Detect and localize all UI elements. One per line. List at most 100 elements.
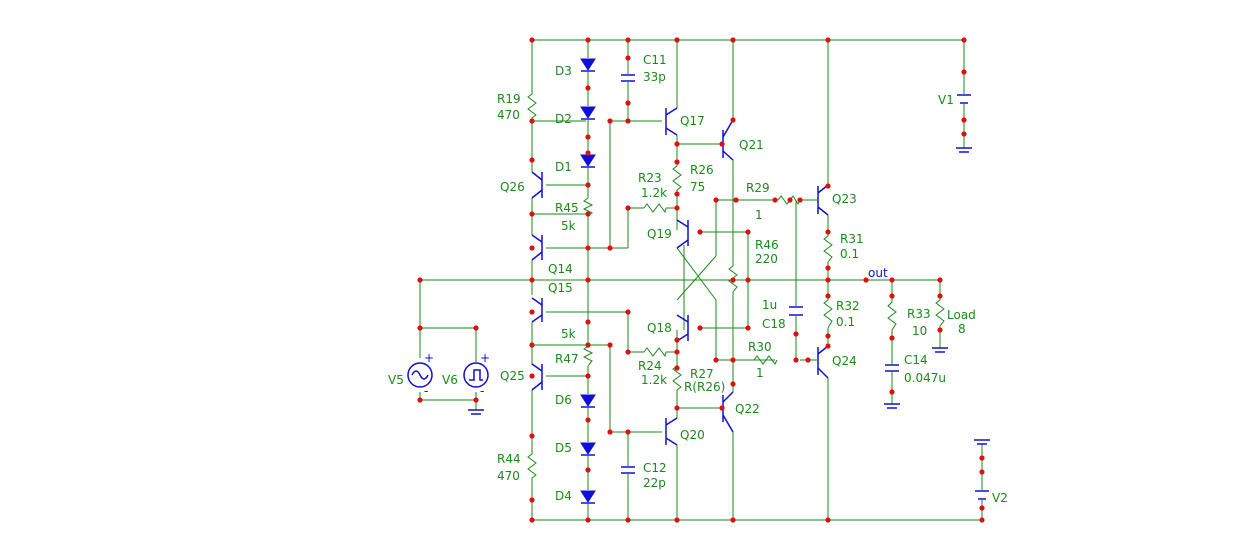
transistor-q26[interactable] [531,171,543,199]
transistor-q23[interactable] [817,184,829,216]
junction-dot [713,357,719,363]
diode-d1[interactable] [580,154,596,168]
junction-dot [625,118,631,124]
resistor-r30[interactable] [750,355,778,365]
transistor-q20[interactable] [665,417,678,446]
junction-dot [585,134,591,140]
transistor-q21[interactable] [722,119,734,161]
resistor-load[interactable] [935,296,945,330]
resistor-r23[interactable] [640,203,667,214]
junction-dot [825,517,831,523]
label-d3: D3 [555,64,572,78]
label-r26: R26 [690,163,714,177]
resistor-r24[interactable] [640,347,667,358]
diode-d2[interactable] [580,106,596,120]
label-r31: R31 [840,232,864,246]
diode-d4[interactable] [580,490,596,504]
transistor-q14[interactable] [531,234,543,261]
diode-d6[interactable] [580,394,596,408]
junction-dot [529,157,535,163]
transistor-q18[interactable] [676,314,689,342]
label-c14-value: 0.047u [904,371,946,385]
junction-dot [625,55,631,61]
junction-dot [417,325,423,331]
junction-dot [585,211,591,217]
label-r44: R44 [497,452,521,466]
ground-icon [932,347,948,353]
junction-dot [772,197,778,203]
label-r29: R29 [746,181,770,195]
transistor-q25[interactable] [531,363,543,391]
label-c12-value: 22p [643,476,666,490]
ground-icon [468,409,484,415]
resistor-r29[interactable] [775,195,801,206]
label-q26: Q26 [500,180,525,194]
label-r45-value: 5k [561,219,576,233]
capacitor-c18[interactable] [789,306,803,316]
transistor-q17[interactable] [665,107,678,136]
junction-dot [825,183,831,189]
junction-dot [529,277,535,283]
resistor-r31[interactable] [823,232,833,263]
label-c18-value: 1u [762,298,777,312]
junction-dot [585,342,591,348]
junction-dot [889,389,895,395]
capacitor-c11[interactable] [621,74,635,82]
label-q17: Q17 [680,114,705,128]
capacitor-c12[interactable] [621,466,635,474]
diode-d5[interactable] [580,442,596,456]
junction-dot [674,37,680,43]
pulse-source-v6[interactable]: + - [463,351,490,398]
diode-d3[interactable] [580,58,596,72]
junction-dot [625,205,631,211]
svg-text:+: + [480,351,490,365]
label-r27-value: R(R26) [684,380,725,394]
transistor-q24[interactable] [817,345,829,379]
junction-dot [607,118,613,124]
label-r19-value: 470 [497,108,520,122]
label-q14: Q14 [548,262,573,276]
junction-dot [674,349,680,355]
resistor-r19[interactable] [527,90,537,122]
junction-dot [797,197,803,203]
transistor-q22[interactable] [722,391,734,433]
junction-dot [979,455,985,461]
junction-dot [730,357,736,363]
label-r46-value: 220 [755,252,778,266]
svg-text:+: + [424,351,434,365]
junction-dot [473,325,479,331]
label-q19: Q19 [647,227,672,241]
junction-dot [674,405,680,411]
capacitor-c14[interactable] [885,364,899,372]
ground-icon [974,439,990,445]
junction-dot [585,150,591,156]
resistor-r26[interactable] [672,162,682,194]
junction-dot [825,293,831,299]
transistor-q19[interactable] [676,219,689,249]
label-r24: R24 [638,359,662,373]
transistors [531,107,829,446]
junction-dot [825,333,831,339]
junction-dot [674,337,680,343]
junction-dots [417,37,985,523]
label-q25: Q25 [500,369,525,383]
junction-dot [825,265,831,271]
battery-v2[interactable] [975,490,989,500]
svg-text:-: - [424,384,428,398]
resistor-r32[interactable] [823,296,833,329]
resistor-r45[interactable] [582,195,594,216]
junction-dot [674,191,680,197]
junction-dot [529,37,535,43]
label-v5: V5 [388,373,404,387]
junction-dot [607,245,613,251]
battery-v1[interactable] [957,94,971,104]
junction-dot [825,343,831,349]
transistor-q15[interactable] [531,297,543,323]
junction-dot [719,405,725,411]
junction-dot [529,342,535,348]
junction-dot [674,141,680,147]
resistor-r44[interactable] [527,450,537,482]
sine-source-v5[interactable]: + - [407,351,434,398]
junction-dot [697,229,703,235]
resistor-r33[interactable] [887,296,897,336]
